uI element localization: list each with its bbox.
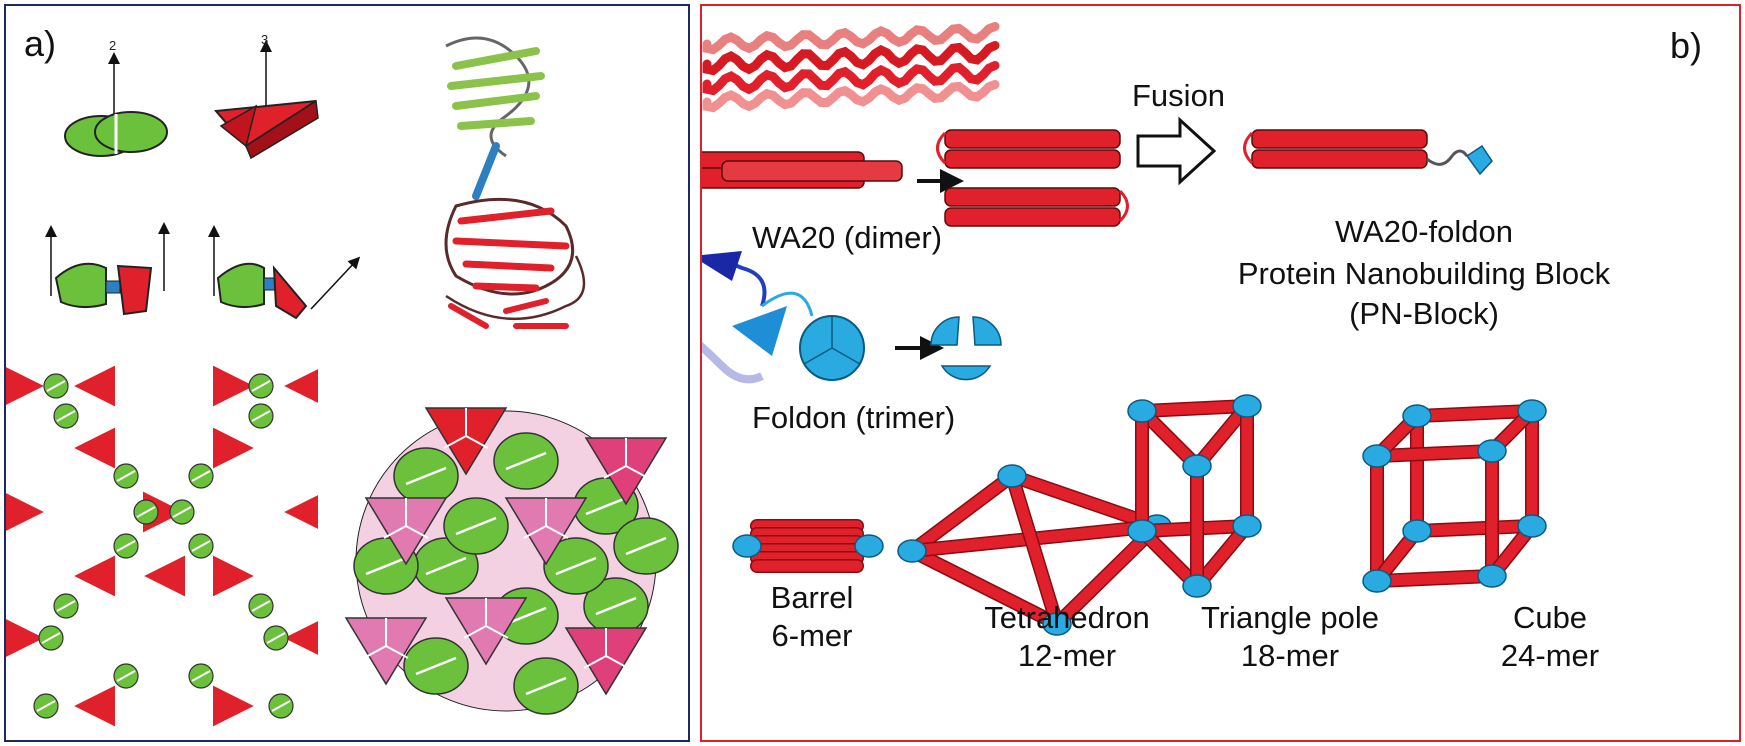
panel-a-illustration: a) 2 3 — [6, 23, 679, 740]
assembly-name: Cube — [1513, 600, 1587, 635]
hexagonal-lattice — [6, 361, 318, 740]
wa20-monomers — [936, 129, 1129, 227]
fusion-arrow — [1136, 116, 1217, 186]
assembly-size: 6-mer — [772, 618, 853, 653]
assembly-size: 18-mer — [1241, 638, 1339, 673]
wa20-label: WA20 (dimer) — [752, 220, 942, 255]
axis-label-3: 3 — [261, 32, 268, 47]
wa20-ribbon-structure — [702, 22, 1000, 113]
fusion-pair-angled — [208, 225, 361, 320]
assembly-size: 12-mer — [1018, 638, 1116, 673]
pn-block-subtitle: Protein Nanobuilding Block — [1238, 256, 1611, 291]
pn-block-title: WA20-foldon — [1335, 214, 1513, 249]
pn-block-abbrev: (PN-Block) — [1349, 296, 1499, 331]
assembly-size: 24-mer — [1501, 638, 1599, 673]
panel-b-label: b) — [1670, 25, 1702, 66]
green-dimer: 2 — [64, 38, 168, 157]
foldon-trimer-disc — [799, 315, 865, 381]
panel-b: b) Fusion WA20 (dimer) WA20-foldon Prote… — [650, 4, 1741, 742]
cage-assembly — [344, 407, 679, 715]
fusion-pair-straight — [45, 222, 170, 316]
foldon-label: Foldon (trimer) — [752, 400, 955, 435]
assembly-name: Triangle pole — [1201, 600, 1379, 635]
panel-a-label: a) — [24, 23, 56, 64]
wa20-dimer-cylinders — [676, 151, 903, 189]
axis-label-2: 2 — [109, 38, 116, 53]
red-trimer: 3 — [213, 32, 319, 160]
fusion-protein-ribbon-structure — [444, 36, 586, 329]
fusion-label: Fusion — [1132, 78, 1225, 113]
assembly-name: Barrel — [771, 580, 854, 615]
assembly-name: Tetrahedron — [984, 600, 1149, 635]
panel-a: a) 2 3 — [4, 4, 690, 742]
pn-block-cylinders — [1243, 129, 1493, 176]
foldon-ribbon-structure — [650, 251, 814, 384]
panel-b-illustration: b) Fusion WA20 (dimer) WA20-foldon Prote… — [650, 22, 1702, 673]
foldon-split-subunits — [930, 316, 1002, 381]
